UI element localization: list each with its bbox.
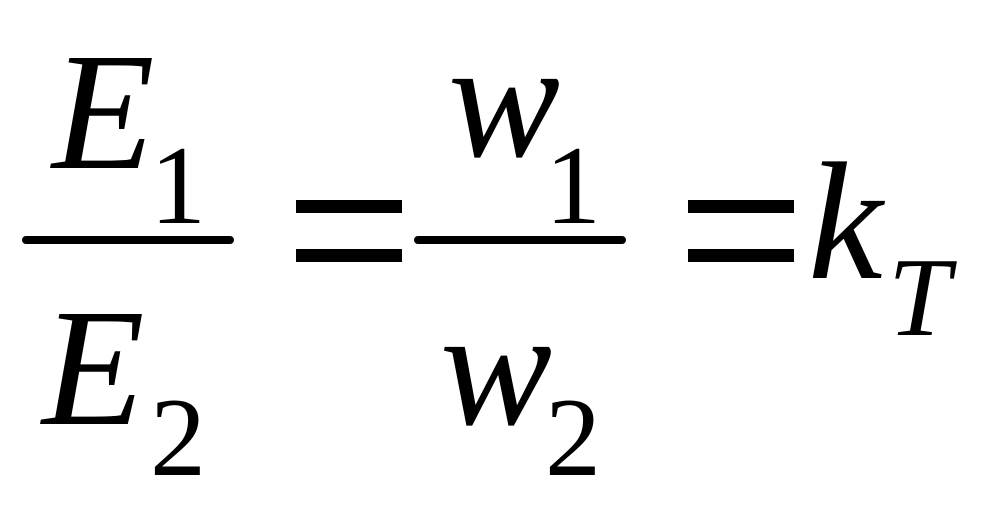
numerator-e-subscript: 1: [150, 124, 206, 248]
equals-1-top-bar: [296, 200, 402, 213]
equals-2-top-bar: [688, 200, 794, 213]
denominator-e-symbol: E: [42, 275, 145, 461]
denominator-w-subscript: 2: [545, 376, 601, 500]
result-t-subscript: T: [888, 236, 951, 360]
numerator-w-symbol: w: [448, 7, 561, 193]
denominator-e-subscript: 2: [150, 376, 206, 500]
equals-1-bottom-bar: [296, 249, 402, 262]
fraction-bar-1: [22, 236, 234, 244]
numerator-w-subscript: 1: [545, 124, 601, 248]
result-k-symbol: k: [808, 129, 883, 315]
denominator-w-symbol: w: [440, 275, 553, 461]
numerator-e-symbol: E: [52, 19, 155, 205]
fraction-bar-2: [414, 236, 626, 244]
equals-2-bottom-bar: [688, 249, 794, 262]
